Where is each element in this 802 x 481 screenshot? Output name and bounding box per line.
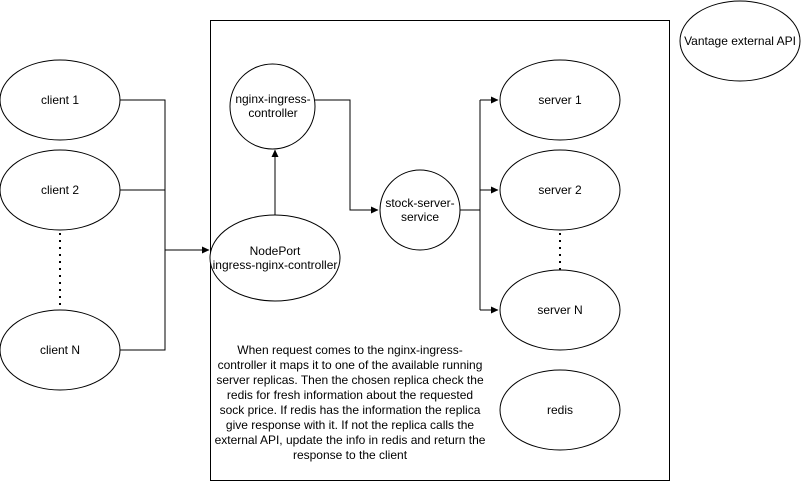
node-server-1: [499, 59, 621, 141]
nodeport-label: NodePort ingress-nginx-controller: [212, 244, 338, 272]
node-nginx-ingress: [229, 63, 316, 150]
vantage-api-label: Vantage external API: [684, 34, 796, 48]
client-n-label: client N: [39, 343, 80, 357]
edge-nginx-ingress-to-stock-service: [315, 99, 379, 214]
node-nodeport: [209, 214, 341, 302]
node-client-n: [0, 309, 121, 391]
server-1-label: server 1: [538, 93, 582, 107]
node-server-2: [499, 149, 621, 231]
redis-label: redis: [546, 403, 573, 417]
node-server-n: [499, 269, 621, 351]
stock-service-label: stock-server- service: [385, 196, 455, 224]
server-n-label: server N: [537, 303, 583, 317]
node-client-1: [0, 59, 121, 141]
nginx-ingress-label: nginx-ingress- controller: [235, 92, 311, 120]
node-vantage-api: [679, 0, 801, 82]
client-2-label: client 2: [40, 183, 80, 197]
server-2-label: server 2: [538, 183, 582, 197]
edge-client-n-to-nodeport: [120, 250, 166, 351]
flow-explanation-note: When request comes to the nginx-ingress-…: [214, 343, 486, 462]
edge-client-1-to-nodeport: [120, 99, 166, 250]
node-redis: [499, 369, 621, 451]
node-client-2: [0, 149, 121, 231]
node-stock-service: [379, 169, 461, 251]
client-1-label: client 1: [40, 93, 80, 107]
